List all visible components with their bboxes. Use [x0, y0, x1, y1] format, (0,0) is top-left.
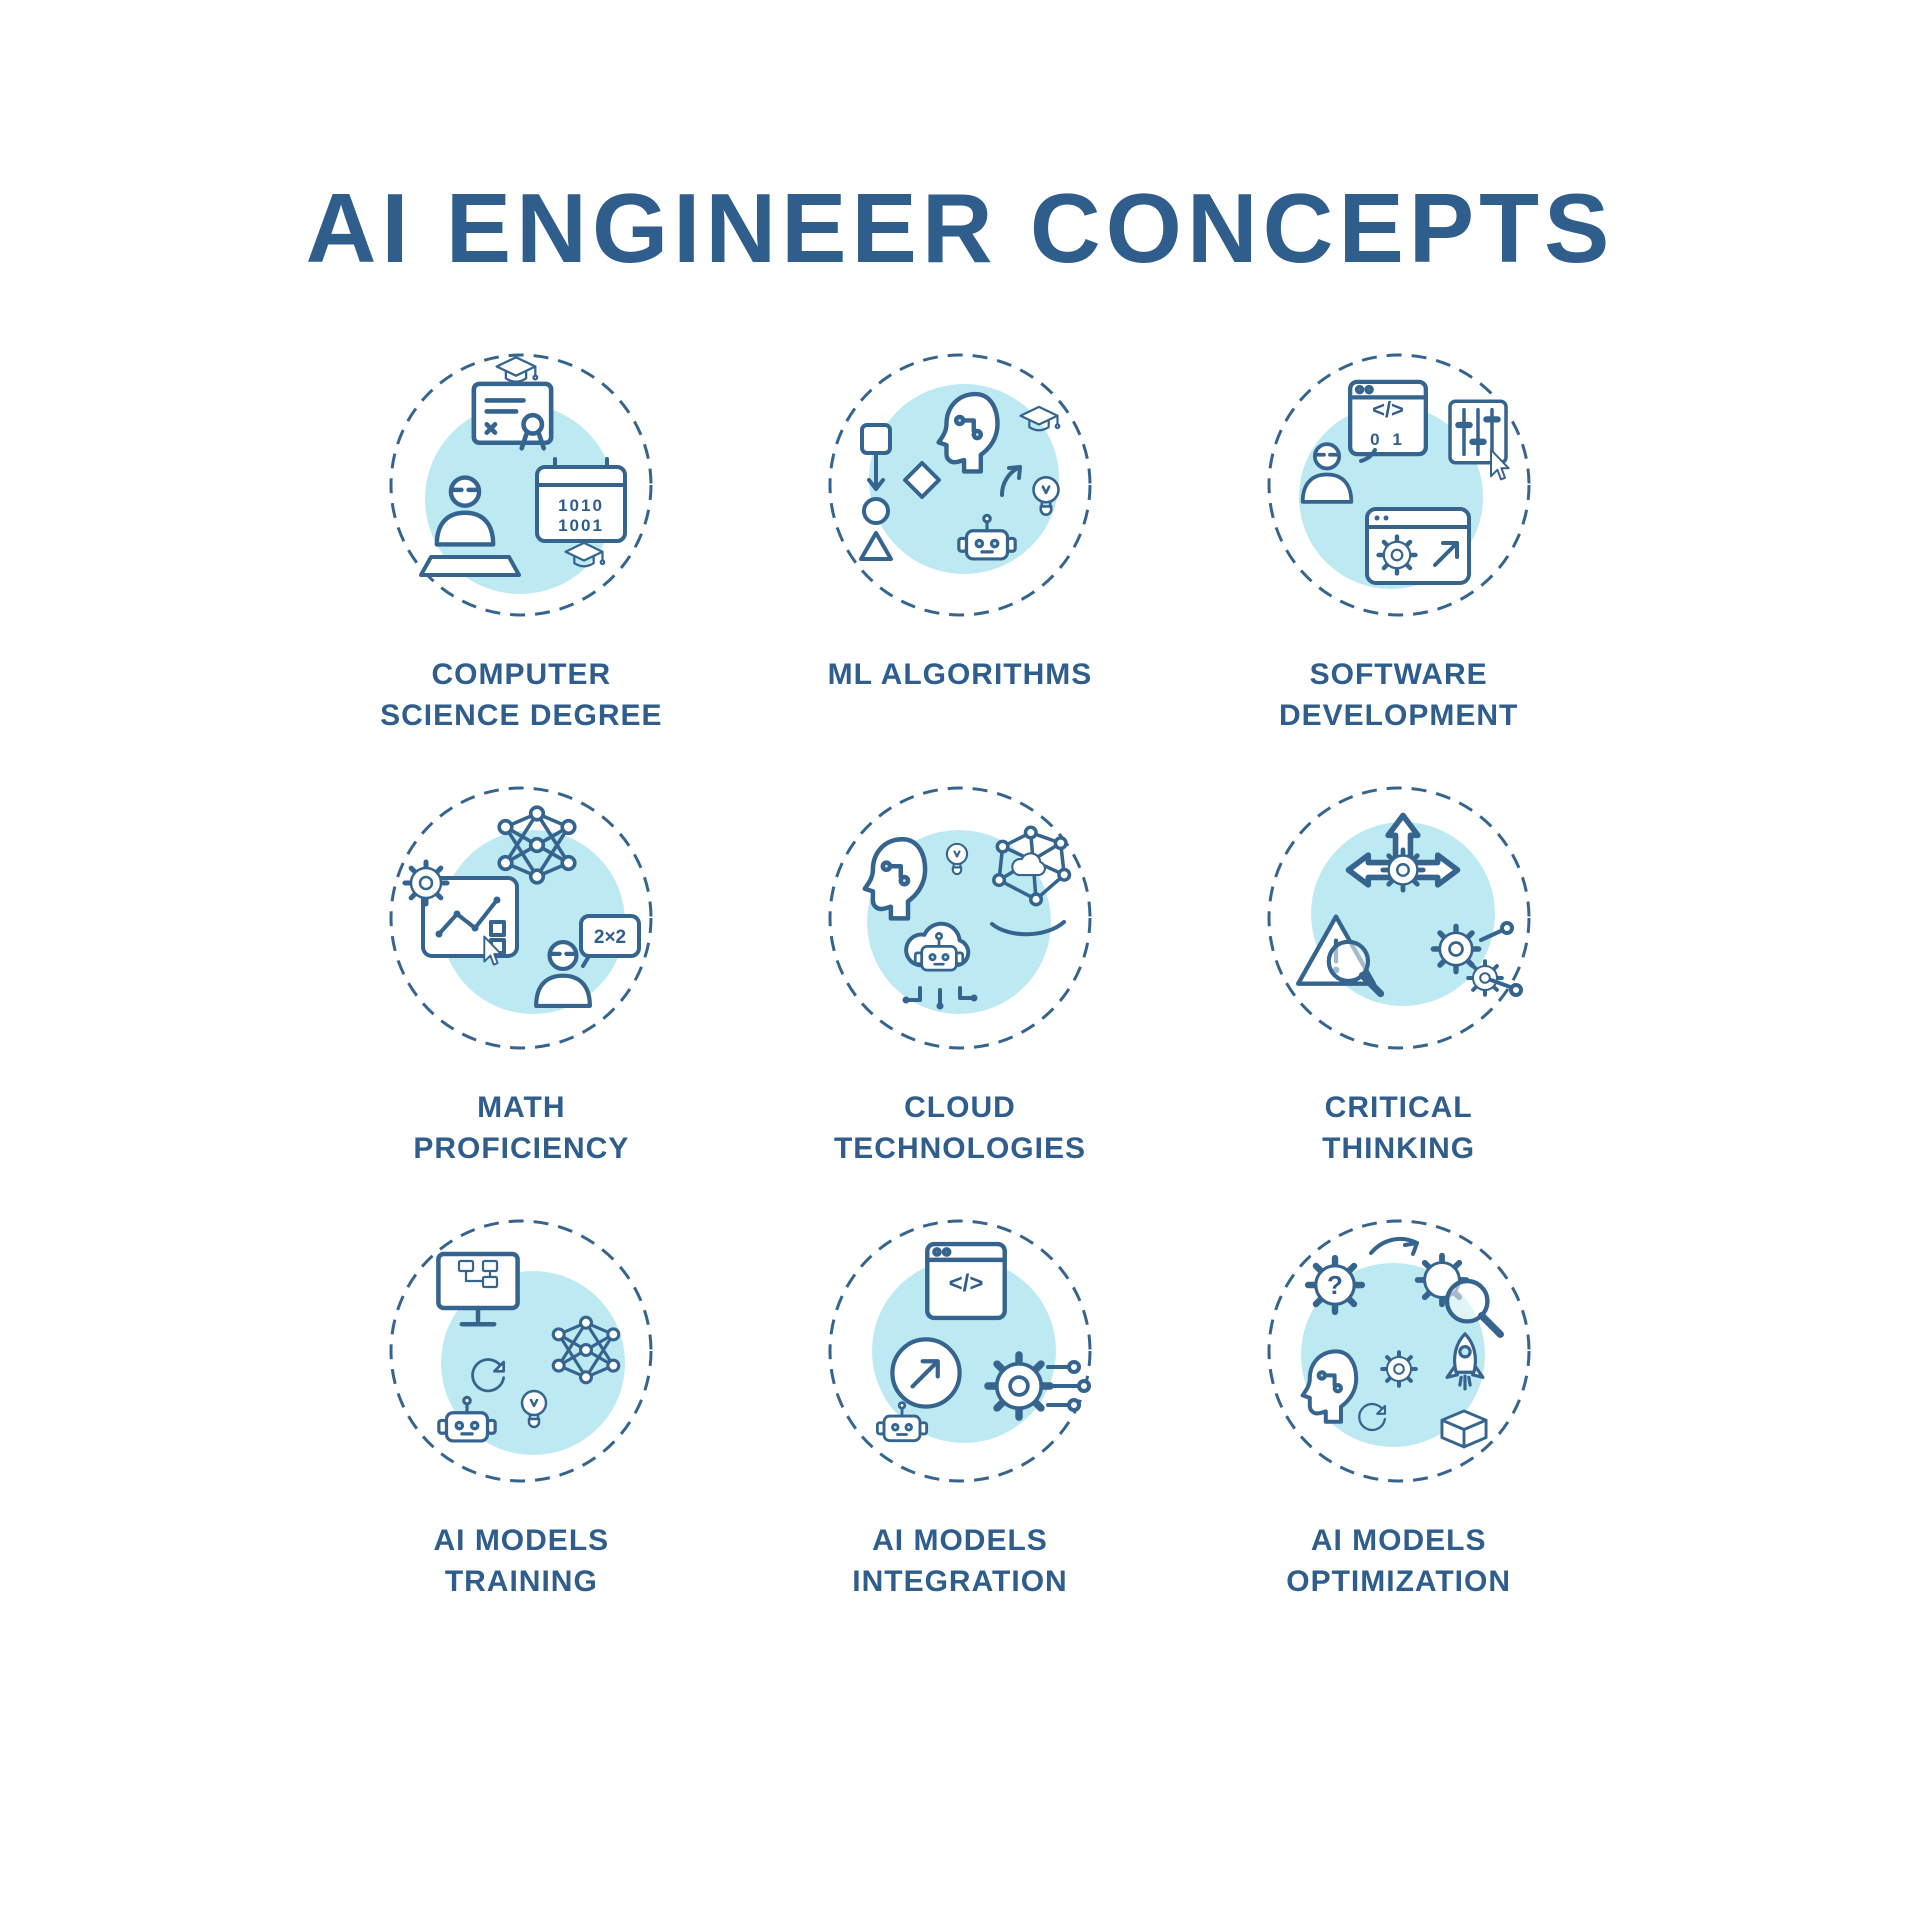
gears-network-icon [1433, 921, 1523, 997]
concept-label-line: PROFICIENCY [413, 1131, 630, 1165]
certificate-icon [474, 384, 551, 448]
accent-circle [868, 384, 1059, 574]
concept-label-line: COMPUTER [431, 658, 612, 691]
question-text: ? [1327, 1270, 1343, 1300]
concept-illustration: </> 0 1 [1267, 353, 1531, 617]
code-text: </> [1372, 397, 1404, 422]
concept-illustration [828, 353, 1092, 617]
concept-label-line: SCIENCE DEGREE [380, 698, 663, 732]
concept-card-ai-models-training: AI MODELS TRAINING [325, 1215, 717, 1602]
ml-algorithms-art [858, 394, 1061, 561]
curved-arrow-icon [1368, 1236, 1419, 1256]
code-window-icon: </> 0 1 [1350, 382, 1426, 454]
speech-line [1358, 448, 1377, 463]
software-development-art: </> 0 1 [1300, 382, 1508, 585]
concept-label-line: OPTIMIZATION [1286, 1564, 1512, 1598]
concept-label: AI MODELS INTEGRATION [852, 1521, 1067, 1602]
concept-card-ai-models-optimization: ? [1203, 1215, 1595, 1602]
concept-card-critical-thinking: CRITICAL THINKING [1203, 782, 1595, 1169]
concept-label: AI MODELS OPTIMIZATION [1286, 1521, 1511, 1602]
accent-circle [441, 1271, 626, 1455]
cloud-technologies-art [865, 825, 1072, 1010]
concept-label-line: ML ALGORITHMS [827, 658, 1093, 691]
binary-text: 1010 [558, 496, 604, 515]
code-window-icon: </> [927, 1244, 1004, 1318]
critical-thinking-art [1298, 815, 1523, 997]
concept-label: AI MODELS TRAINING [433, 1521, 609, 1602]
concept-label-line: AI MODELS [433, 1524, 610, 1557]
gear-icon [405, 862, 447, 904]
concept-label: MATH PROFICIENCY [413, 1088, 629, 1169]
browser-gear-icon [1364, 507, 1471, 585]
concept-illustration [1267, 786, 1531, 1050]
equation-bubble-icon: 2×2 [579, 914, 642, 968]
concept-label-line: DEVELOPMENT [1278, 698, 1519, 732]
concept-card-ml-algorithms: ML ALGORITHMS [764, 349, 1156, 736]
concept-label: SOFTWARE DEVELOPMENT [1279, 655, 1518, 736]
page-title: AI ENGINEER CONCEPTS [305, 173, 1615, 283]
concept-illustration: 1010 1001 [389, 353, 653, 617]
concept-label-line: SOFTWARE [1309, 658, 1488, 691]
concept-label: CRITICAL THINKING [1322, 1088, 1475, 1169]
concept-illustration [828, 786, 1092, 1050]
question-gear-icon: ? [1308, 1258, 1362, 1312]
dashed-border-circle [389, 786, 653, 1050]
dashed-border-circle [828, 353, 1092, 617]
concept-label-line: AI MODELS [872, 1524, 1048, 1557]
binary-text: 1001 [558, 516, 604, 535]
dashed-border-circle [1267, 786, 1531, 1050]
curved-arrow-icon [999, 465, 1022, 497]
concept-illustration: ? [1267, 1219, 1531, 1483]
gear-connections-icon [988, 1355, 1091, 1417]
concept-illustration: 2×2 [389, 786, 653, 1050]
dashed-border-circle [389, 353, 653, 617]
concept-label-line: THINKING [1322, 1131, 1476, 1165]
dashed-border-circle [1267, 1219, 1531, 1483]
dashed-border-circle [828, 1219, 1092, 1483]
ai-models-integration-art: </> [875, 1244, 1091, 1443]
computer-science-degree-art: 1010 1001 [419, 355, 628, 577]
concept-label: COMPUTER SCIENCE DEGREE [380, 655, 662, 736]
laptop-icon [419, 555, 522, 577]
concept-label-line: AI MODELS [1310, 1524, 1487, 1557]
code-text: </> [949, 1270, 984, 1297]
dashed-border-circle [389, 1219, 653, 1483]
ai-models-optimization-art: ? [1300, 1236, 1500, 1447]
dashed-border-circle [1267, 353, 1531, 617]
concepts-grid: 1010 1001 COMPUTER SCIENCE DEGREE [320, 349, 1600, 1602]
concept-illustration: </> [828, 1219, 1092, 1483]
concept-label-line: MATH [477, 1091, 566, 1124]
concept-label: ML ALGORITHMS [828, 655, 1093, 696]
dashed-border-circle [828, 786, 1092, 1050]
math-proficiency-art: 2×2 [405, 807, 642, 1006]
concept-label-line: TRAINING [444, 1564, 598, 1598]
equation-text: 2×2 [594, 927, 626, 948]
binary-text: 0 1 [1370, 430, 1406, 449]
concept-card-computer-science-degree: 1010 1001 COMPUTER SCIENCE DEGREE [325, 349, 717, 736]
concept-card-software-development: </> 0 1 [1203, 349, 1595, 736]
cloud-robot-icon [902, 924, 978, 1010]
concept-label-line: CLOUD [904, 1091, 1016, 1124]
concept-label-line: CRITICAL [1324, 1091, 1473, 1124]
network-mesh-icon [989, 825, 1072, 937]
concept-card-cloud-technologies: CLOUD TECHNOLOGIES [764, 782, 1156, 1169]
binary-calendar-icon: 1010 1001 [535, 457, 628, 543]
concept-label-line: INTEGRATION [852, 1564, 1068, 1598]
concept-label-line: TECHNOLOGIES [833, 1131, 1086, 1165]
concept-card-math-proficiency: 2×2 MATH PROFICIENCY [325, 782, 717, 1169]
concept-card-ai-models-integration: </> AI MODELS INTEGRATION [764, 1215, 1156, 1602]
graduation-cap-icon [495, 355, 540, 384]
gear-icon [1379, 1350, 1418, 1388]
math-board-icon [421, 876, 520, 958]
concept-illustration [389, 1219, 653, 1483]
launch-arrow-icon [892, 1339, 959, 1406]
concept-label: CLOUD TECHNOLOGIES [834, 1088, 1086, 1169]
flowchart-icon [858, 423, 941, 561]
settings-sliders-icon [1450, 401, 1506, 463]
